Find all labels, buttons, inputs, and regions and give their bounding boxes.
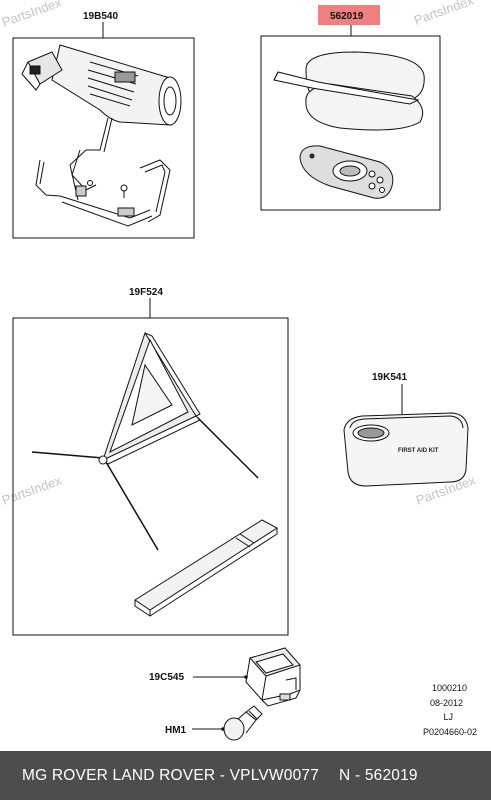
warning-triangle-drawing <box>31 331 259 551</box>
remote-key-fob-drawing <box>299 145 394 199</box>
fire-extinguisher-drawing <box>21 44 182 227</box>
reference-line-3: LJ <box>443 712 453 722</box>
watermark-mid-left: PartsIndex <box>0 472 64 508</box>
reference-line-1: 1000210 <box>432 683 467 693</box>
reference-line-2: 08-2012 <box>430 698 463 708</box>
triangle-storage-case-drawing <box>134 519 278 617</box>
parts-diagram: PartsIndex PartsIndex PartsIndex PartsIn… <box>0 0 478 741</box>
footer-bar: MG ROVER LAND ROVER - VPLVW0077 N - 5620… <box>0 751 491 800</box>
callout-hm1[interactable]: HM1 <box>165 725 187 736</box>
frame-562019 <box>260 35 441 211</box>
frame-triangle <box>12 317 289 636</box>
watermark-top-left: PartsIndex <box>0 0 64 30</box>
frame-extinguisher <box>12 37 195 239</box>
footer-part-number: N - 562019 <box>339 766 418 784</box>
pouch-drawing <box>273 51 425 131</box>
callout-19c545[interactable]: 19C545 <box>149 672 184 683</box>
callout-19b540[interactable]: 19B540 <box>83 11 118 22</box>
first-aid-kit-label: FIRST AID KIT <box>398 448 439 454</box>
footer-catalog-title: MG ROVER LAND ROVER - VPLVW0077 <box>22 766 320 784</box>
callout-562019[interactable]: 562019 <box>330 11 364 22</box>
bolt-drawing <box>223 705 263 741</box>
highlight-box <box>318 5 380 25</box>
reference-line-4: P0204660-02 <box>423 727 477 737</box>
first-aid-kit-drawing <box>343 412 469 487</box>
watermark-top-right: PartsIndex <box>412 0 476 28</box>
callout-19k541[interactable]: 19K541 <box>372 372 407 383</box>
callout-19f524[interactable]: 19F524 <box>129 287 163 298</box>
mounting-bracket-drawing <box>245 647 301 707</box>
